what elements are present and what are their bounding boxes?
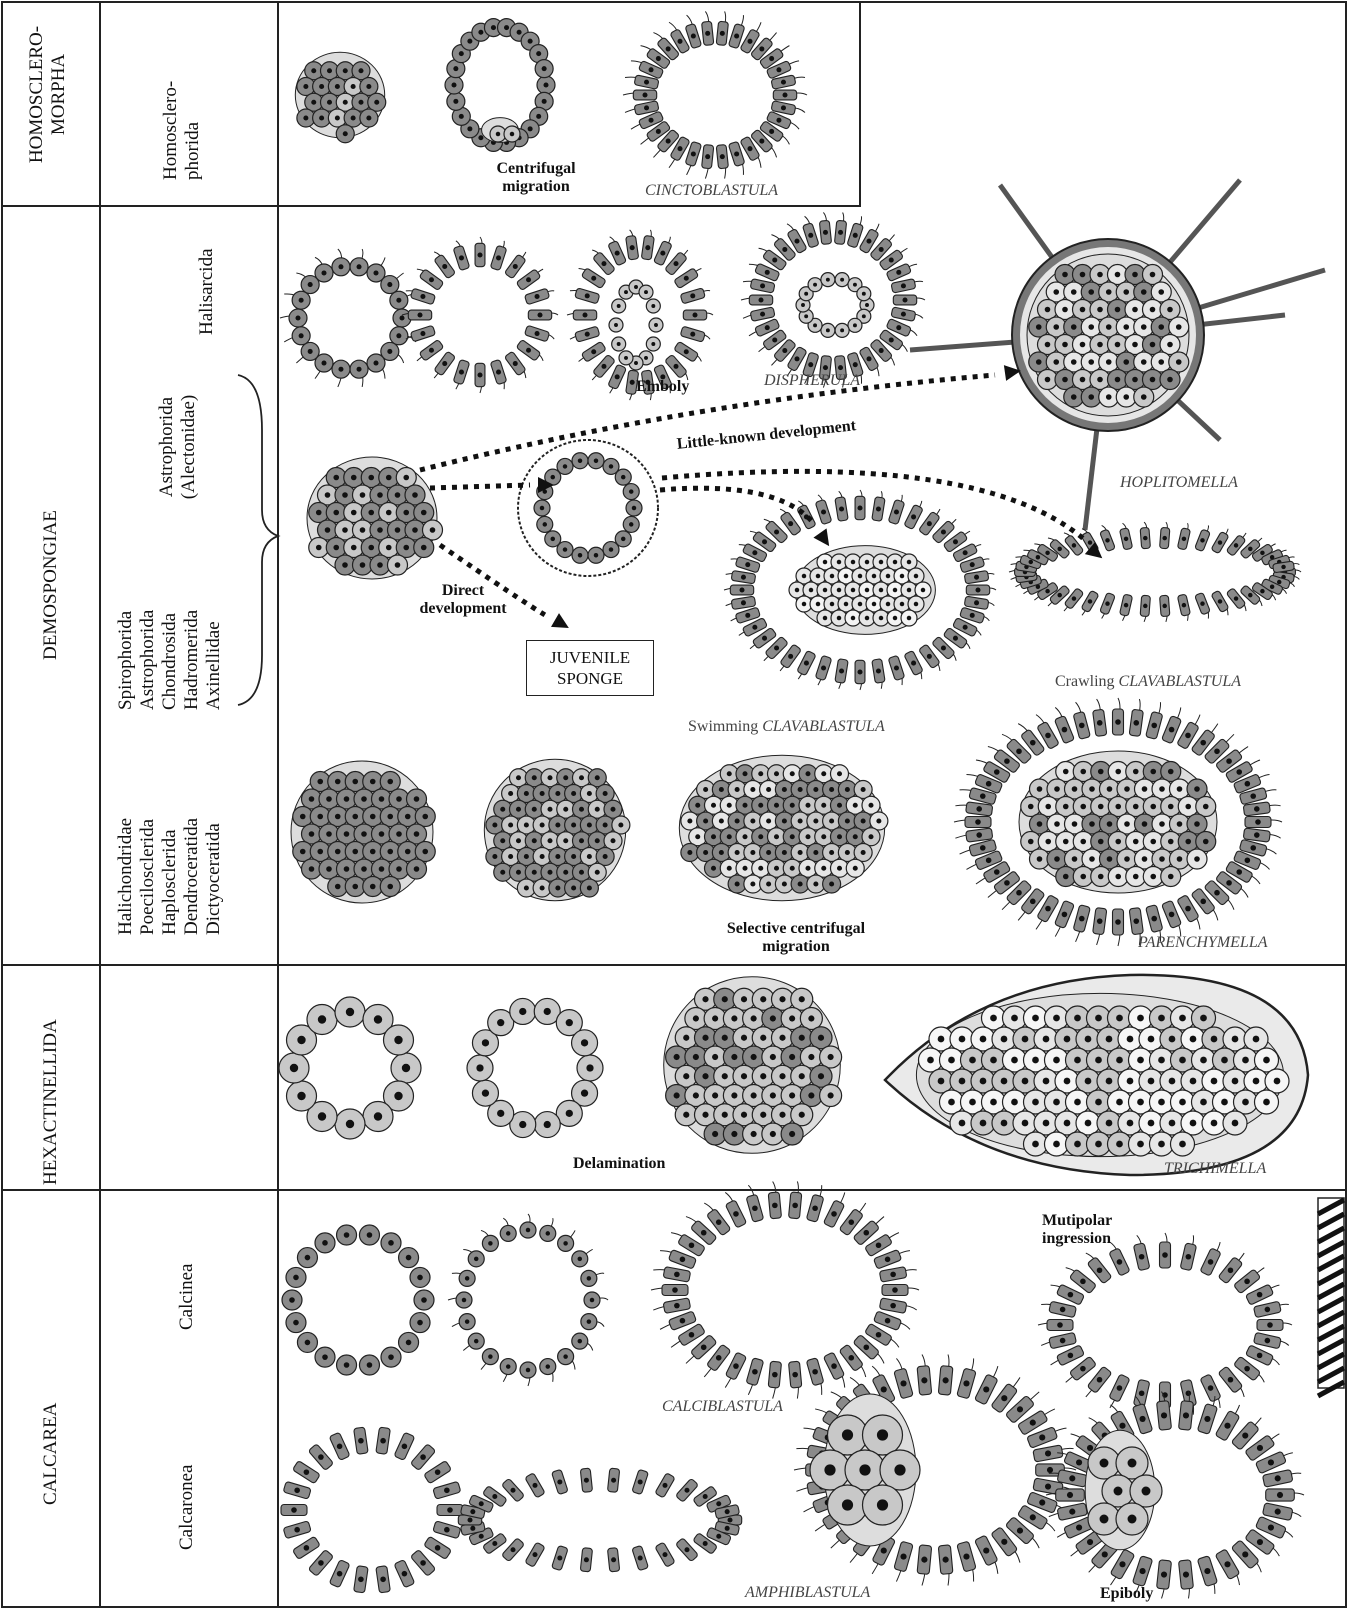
swimming-prefix: Swimming xyxy=(688,718,762,735)
astrophorida-hollow xyxy=(534,453,642,564)
order-label-direct-development-orders: Spirophorida Astrophorida Chondrosida Ha… xyxy=(115,610,225,710)
crawling-clavablastula xyxy=(1009,522,1301,622)
development-arrows xyxy=(420,363,1107,635)
swimming-clavablastula-core xyxy=(789,546,935,635)
homo-centrifugal-inner xyxy=(482,118,520,143)
order-label-calcinea: Calcinea xyxy=(176,1264,198,1330)
hoplitomella-cells xyxy=(1027,254,1189,416)
parenchymella-morula-1 xyxy=(291,761,435,903)
parenchymella-core xyxy=(1019,751,1217,893)
hexactinellida-delam-2 xyxy=(664,977,842,1154)
halisarcida-blastula xyxy=(280,249,420,387)
arrow-to-swimming-clavablastula xyxy=(660,488,836,551)
arrow-to-hollow-stage xyxy=(430,477,554,493)
parenchymella-morula-3 xyxy=(679,755,888,900)
parenchymella-morula-2 xyxy=(484,759,630,900)
larva-label-swimming-clavablastula: Swimming CLAVABLASTULA xyxy=(688,700,885,736)
hatched-bar xyxy=(1318,1198,1344,1396)
label-epiboly: Epiboly xyxy=(1100,1585,1153,1603)
hexactinellida-delam-1 xyxy=(467,998,603,1137)
calciblastula-larva xyxy=(651,1181,919,1398)
larva-label-parenchymella: PARENCHYMELLA xyxy=(1138,934,1268,952)
group-label-demospongiae: DEMOSPONGIAE xyxy=(40,510,62,660)
epiboly-larva xyxy=(1046,1392,1304,1599)
calcaronea-stage-2 xyxy=(458,1468,741,1572)
label-multipolar-ingression: Mutipolar ingression xyxy=(1042,1212,1112,1248)
cinctoblastula-larva xyxy=(623,11,807,178)
label-selective-centrifugal-migration: Selective centrifugal migration xyxy=(686,920,906,956)
homo-morula xyxy=(295,52,385,142)
larva-label-hoplitomella: HOPLITOMELLA xyxy=(1120,474,1238,492)
juvenile-sponge-box: JUVENILE SPONGE xyxy=(526,640,654,696)
dispherula-larva xyxy=(741,212,925,387)
larva-label-amphiblastula: AMPHIBLASTULA xyxy=(745,1584,870,1602)
astrophorida-morula xyxy=(307,457,443,579)
calcinea-blastula-2 xyxy=(448,1214,608,1386)
label-emboly: Emboly xyxy=(636,378,689,396)
order-label-astrophorida-alectonidae: Astrophorida (Alectonidae) xyxy=(156,382,200,512)
order-label-halisarcida: Halisarcida xyxy=(196,248,218,335)
calcaronea-stage-1 xyxy=(281,1427,463,1593)
label-direct-development: Direct development xyxy=(403,582,523,618)
larva-label-calciblastula: CALCIBLASTULA xyxy=(662,1398,783,1416)
order-label-calcaronea: Calcaronea xyxy=(176,1465,198,1550)
hexactinellida-blastula xyxy=(279,997,421,1139)
group-label-calcarea: CALCAREA xyxy=(40,1403,62,1505)
group-label-hexactinellida: HEXACTINELLIDA xyxy=(40,1019,62,1185)
order-label-homosclerophorida: Homosclero- phorida xyxy=(160,81,204,180)
larva-label-cinctoblastula: CINCTOBLASTULA xyxy=(645,182,778,200)
crawling-clavablastula-name: CLAVABLASTULA xyxy=(1119,673,1241,690)
dispherula-inner xyxy=(796,273,874,338)
halisarcida-emboly xyxy=(567,230,713,400)
larva-label-dispherula: DISPHERULA xyxy=(764,372,860,390)
swimming-clavablastula-name: CLAVABLASTULA xyxy=(762,718,884,735)
multipolar-ingression-larva xyxy=(1038,1233,1292,1417)
epiboly-granular xyxy=(1085,1430,1162,1550)
group-label-homoscleromorpha: HOMOSCLERO- MORPHA xyxy=(26,7,70,182)
arrow-to-hoplitomella xyxy=(420,363,1022,470)
crawling-prefix: Crawling xyxy=(1055,673,1119,690)
cell-drawings xyxy=(279,11,1344,1598)
halisarcida-invagination xyxy=(402,237,558,393)
halisarcida-emboly-inner xyxy=(609,280,663,370)
order-label-parenchymella-orders: Halichondridae Poecilosclerida Haploscle… xyxy=(115,818,225,935)
larva-label-trichimella: TRICHIMELLA xyxy=(1164,1160,1266,1178)
larva-label-crawling-clavablastula: Crawling CLAVABLASTULA xyxy=(1055,655,1241,691)
label-delamination: Delamination xyxy=(573,1155,665,1173)
calcinea-blastula-1 xyxy=(282,1225,434,1375)
label-centrifugal-migration: Centrifugal migration xyxy=(476,160,596,196)
